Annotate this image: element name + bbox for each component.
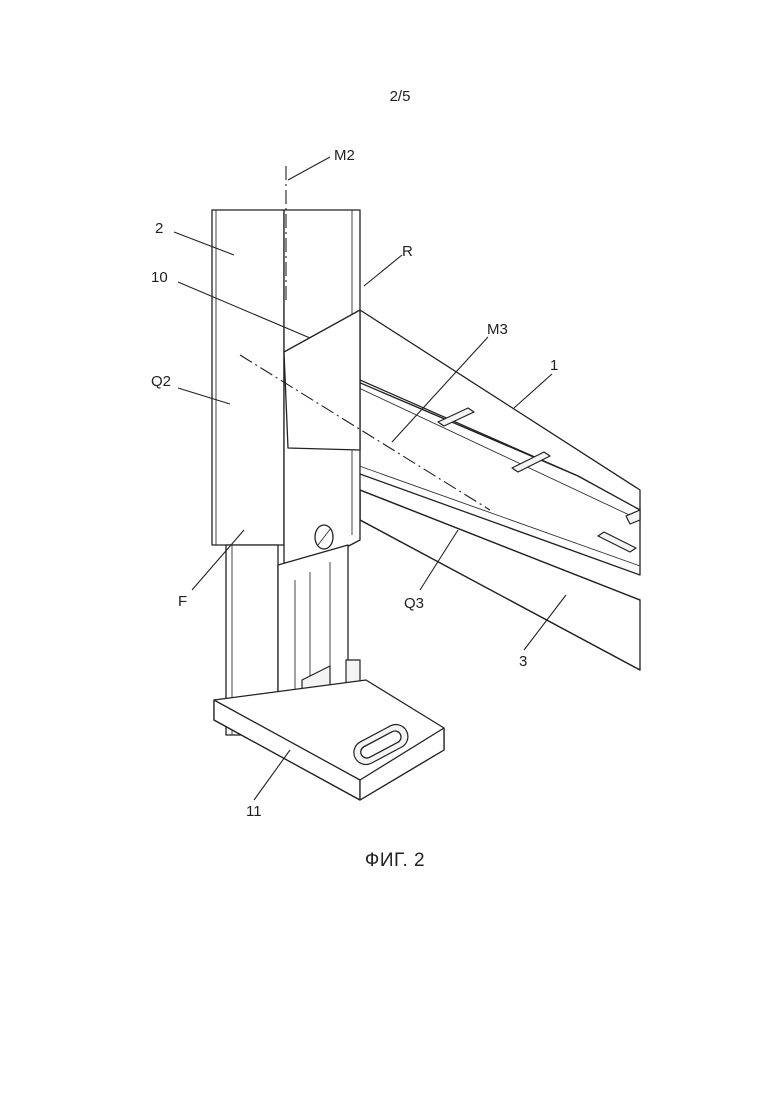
label-m2: M2	[334, 147, 355, 164]
label-2: 2	[155, 220, 163, 237]
label-q3: Q3	[404, 595, 424, 612]
label-m3: M3	[487, 321, 508, 338]
label-10: 10	[151, 269, 168, 286]
label-q2: Q2	[151, 373, 171, 390]
base-plate	[214, 680, 444, 800]
figure-caption: ФИГ. 2	[330, 850, 460, 872]
label-11: 11	[246, 803, 262, 820]
label-1: 1	[550, 357, 558, 374]
label-r: R	[402, 243, 413, 260]
label-f: F	[178, 593, 187, 610]
label-3: 3	[519, 653, 527, 670]
post-front-face	[212, 210, 284, 545]
